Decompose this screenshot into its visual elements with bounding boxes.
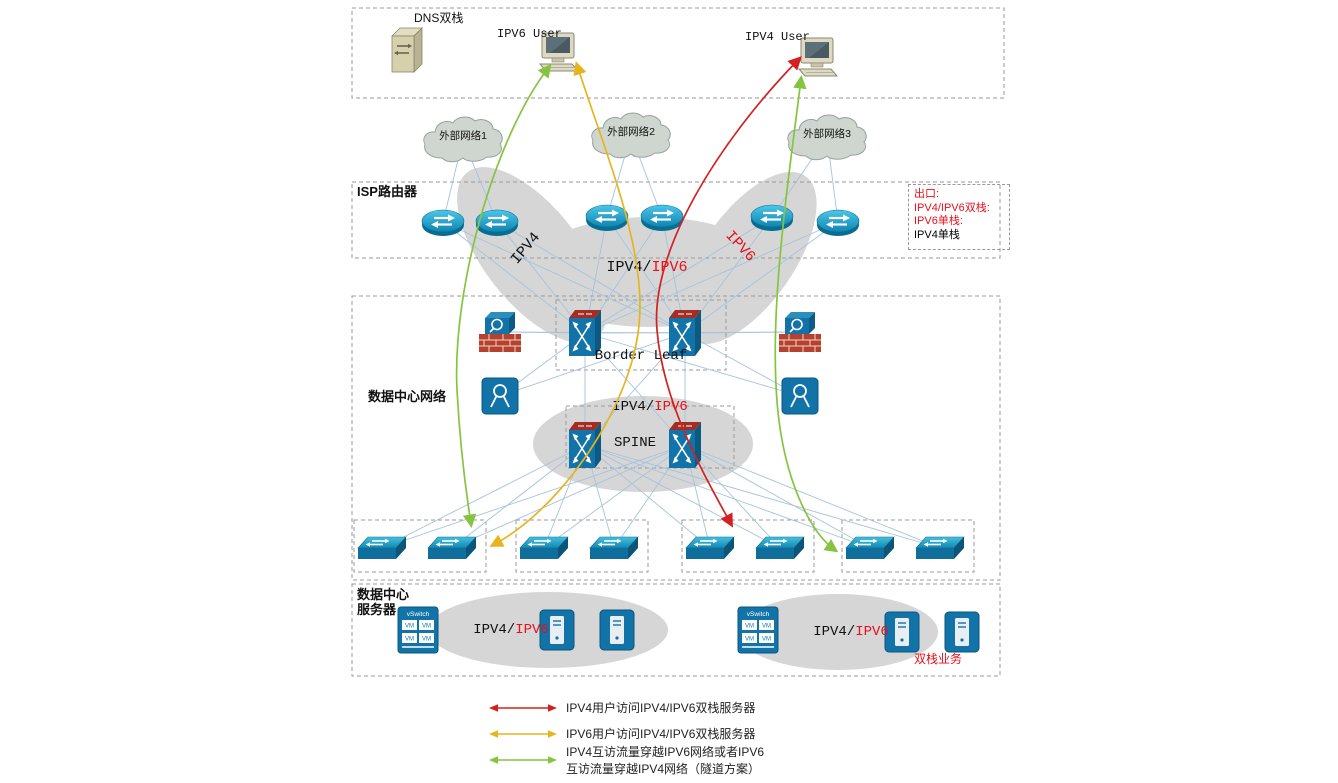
isp-router-icon-1 — [420, 208, 466, 238]
legend-text-green-line1: IPV4互访流量穿越IPV6网络或者IPV6 — [566, 745, 765, 759]
legend-text-green-line2: 互访流量穿越IPV4网络（隧道方案） — [566, 762, 761, 776]
isp-router-icon-6 — [815, 208, 861, 238]
server-icon-2 — [599, 609, 635, 651]
leaf-switch-icon-7 — [845, 536, 895, 560]
dual-suffix: IPV6 — [855, 624, 889, 640]
dual-prefix: IPV4/ — [473, 622, 516, 638]
isp-section-title: ISP路由器 — [357, 184, 417, 199]
exit-legend-title: 出口: — [914, 188, 940, 200]
leaf-switch-icon-2 — [427, 536, 477, 560]
legend-arrow-green — [489, 756, 557, 764]
legend-arrow-red — [489, 703, 557, 712]
dual-prefix: IPV4/ — [612, 399, 655, 415]
dc-servers-section-title: 数据中心 服务器 — [357, 587, 410, 618]
leaf-switch-icon-8 — [915, 536, 965, 560]
device-icons — [357, 27, 980, 654]
cloud-label-3: 外部网络3 — [803, 128, 851, 140]
dc-network-section-title: 数据中心网络 — [368, 389, 447, 404]
servers-dual-stack-label-left: IPV4/IPV6 — [461, 622, 561, 638]
exit-legend-box: 出口: IPV4/IPV6双栈: IPV6单栈: IPV4单栈 — [908, 184, 1010, 250]
ipv6-user-label: IPV6 User — [497, 27, 562, 41]
dc-servers-title-line2: 服务器 — [357, 601, 397, 617]
legend-row-red: IPV4用户访问IPV4/IPV6双栈服务器 — [488, 699, 755, 716]
load-balancer-icon-right — [781, 377, 819, 415]
exit-legend-line-dual: IPV4/IPV6双栈: — [914, 201, 990, 214]
leaf-switch-icon-5 — [685, 536, 735, 560]
cloud-label-1: 外部网络1 — [439, 130, 487, 142]
leaf-switch-icon-6 — [755, 536, 805, 560]
spine-label: SPINE — [613, 435, 656, 451]
legend-row-yellow: IPV6用户访问IPV4/IPV6双栈服务器 — [488, 725, 755, 742]
blob-label-dual-stack: IPV4/IPV6 — [592, 259, 702, 276]
dual-suffix: IPV6 — [515, 622, 549, 638]
dual-prefix: IPV4/ — [813, 624, 856, 640]
ipv4-user-label: IPV4 User — [745, 30, 810, 44]
dual-suffix: IPV6 — [654, 399, 688, 415]
isp-router-icon-2 — [474, 208, 520, 238]
legend-text-yellow: IPV6用户访问IPV4/IPV6双栈服务器 — [566, 727, 756, 741]
dc-servers-section-box — [351, 583, 1001, 677]
leaf-switch-icon-1 — [357, 536, 407, 560]
border-leaf-label: Border Leaf — [594, 348, 688, 364]
leaf-switch-icon-4 — [589, 536, 639, 560]
leaf-group-1-box — [353, 519, 487, 573]
server-icon-4 — [944, 611, 980, 653]
spine-dual-stack-label: IPV4/IPV6 — [600, 399, 700, 415]
legend-text-green: IPV4互访流量穿越IPV6网络或者IPV6 互访流量穿越IPV4网络（隧道方案… — [566, 743, 764, 777]
isp-router-icon-3 — [584, 203, 630, 233]
servers-dual-stack-label-right: IPV4/IPV6 — [801, 624, 901, 640]
dual-stack-business-label: 双栈业务 — [914, 652, 963, 666]
dc-servers-title-line1: 数据中心 — [357, 587, 410, 602]
load-balancer-icon-left — [481, 377, 519, 415]
leaf-group-4-box — [841, 519, 975, 573]
firewall-icon-right — [778, 311, 822, 353]
dual-prefix: IPV4/ — [606, 259, 652, 276]
spine-switch-icon-2 — [668, 421, 702, 469]
exit-legend-line-v4: IPV4单栈 — [914, 228, 960, 241]
legend-arrow-yellow — [489, 729, 557, 738]
exit-legend-line-v6: IPV6单栈: — [914, 215, 963, 227]
dns-label: DNS双栈 — [414, 11, 464, 25]
legend-row-green: IPV4互访流量穿越IPV6网络或者IPV6 互访流量穿越IPV4网络（隧道方案… — [488, 743, 764, 777]
dual-suffix: IPV6 — [651, 259, 688, 276]
dns-server-icon — [391, 27, 423, 73]
leaf-switch-icon-3 — [519, 536, 569, 560]
vswitch-icon-right — [737, 606, 779, 654]
isp-router-icon-4 — [639, 203, 685, 233]
cloud-label-2: 外部网络2 — [607, 126, 655, 138]
spine-switch-icon-1 — [568, 421, 602, 469]
legend-text-red: IPV4用户访问IPV4/IPV6双栈服务器 — [566, 701, 756, 715]
isp-router-icon-5 — [749, 203, 795, 233]
